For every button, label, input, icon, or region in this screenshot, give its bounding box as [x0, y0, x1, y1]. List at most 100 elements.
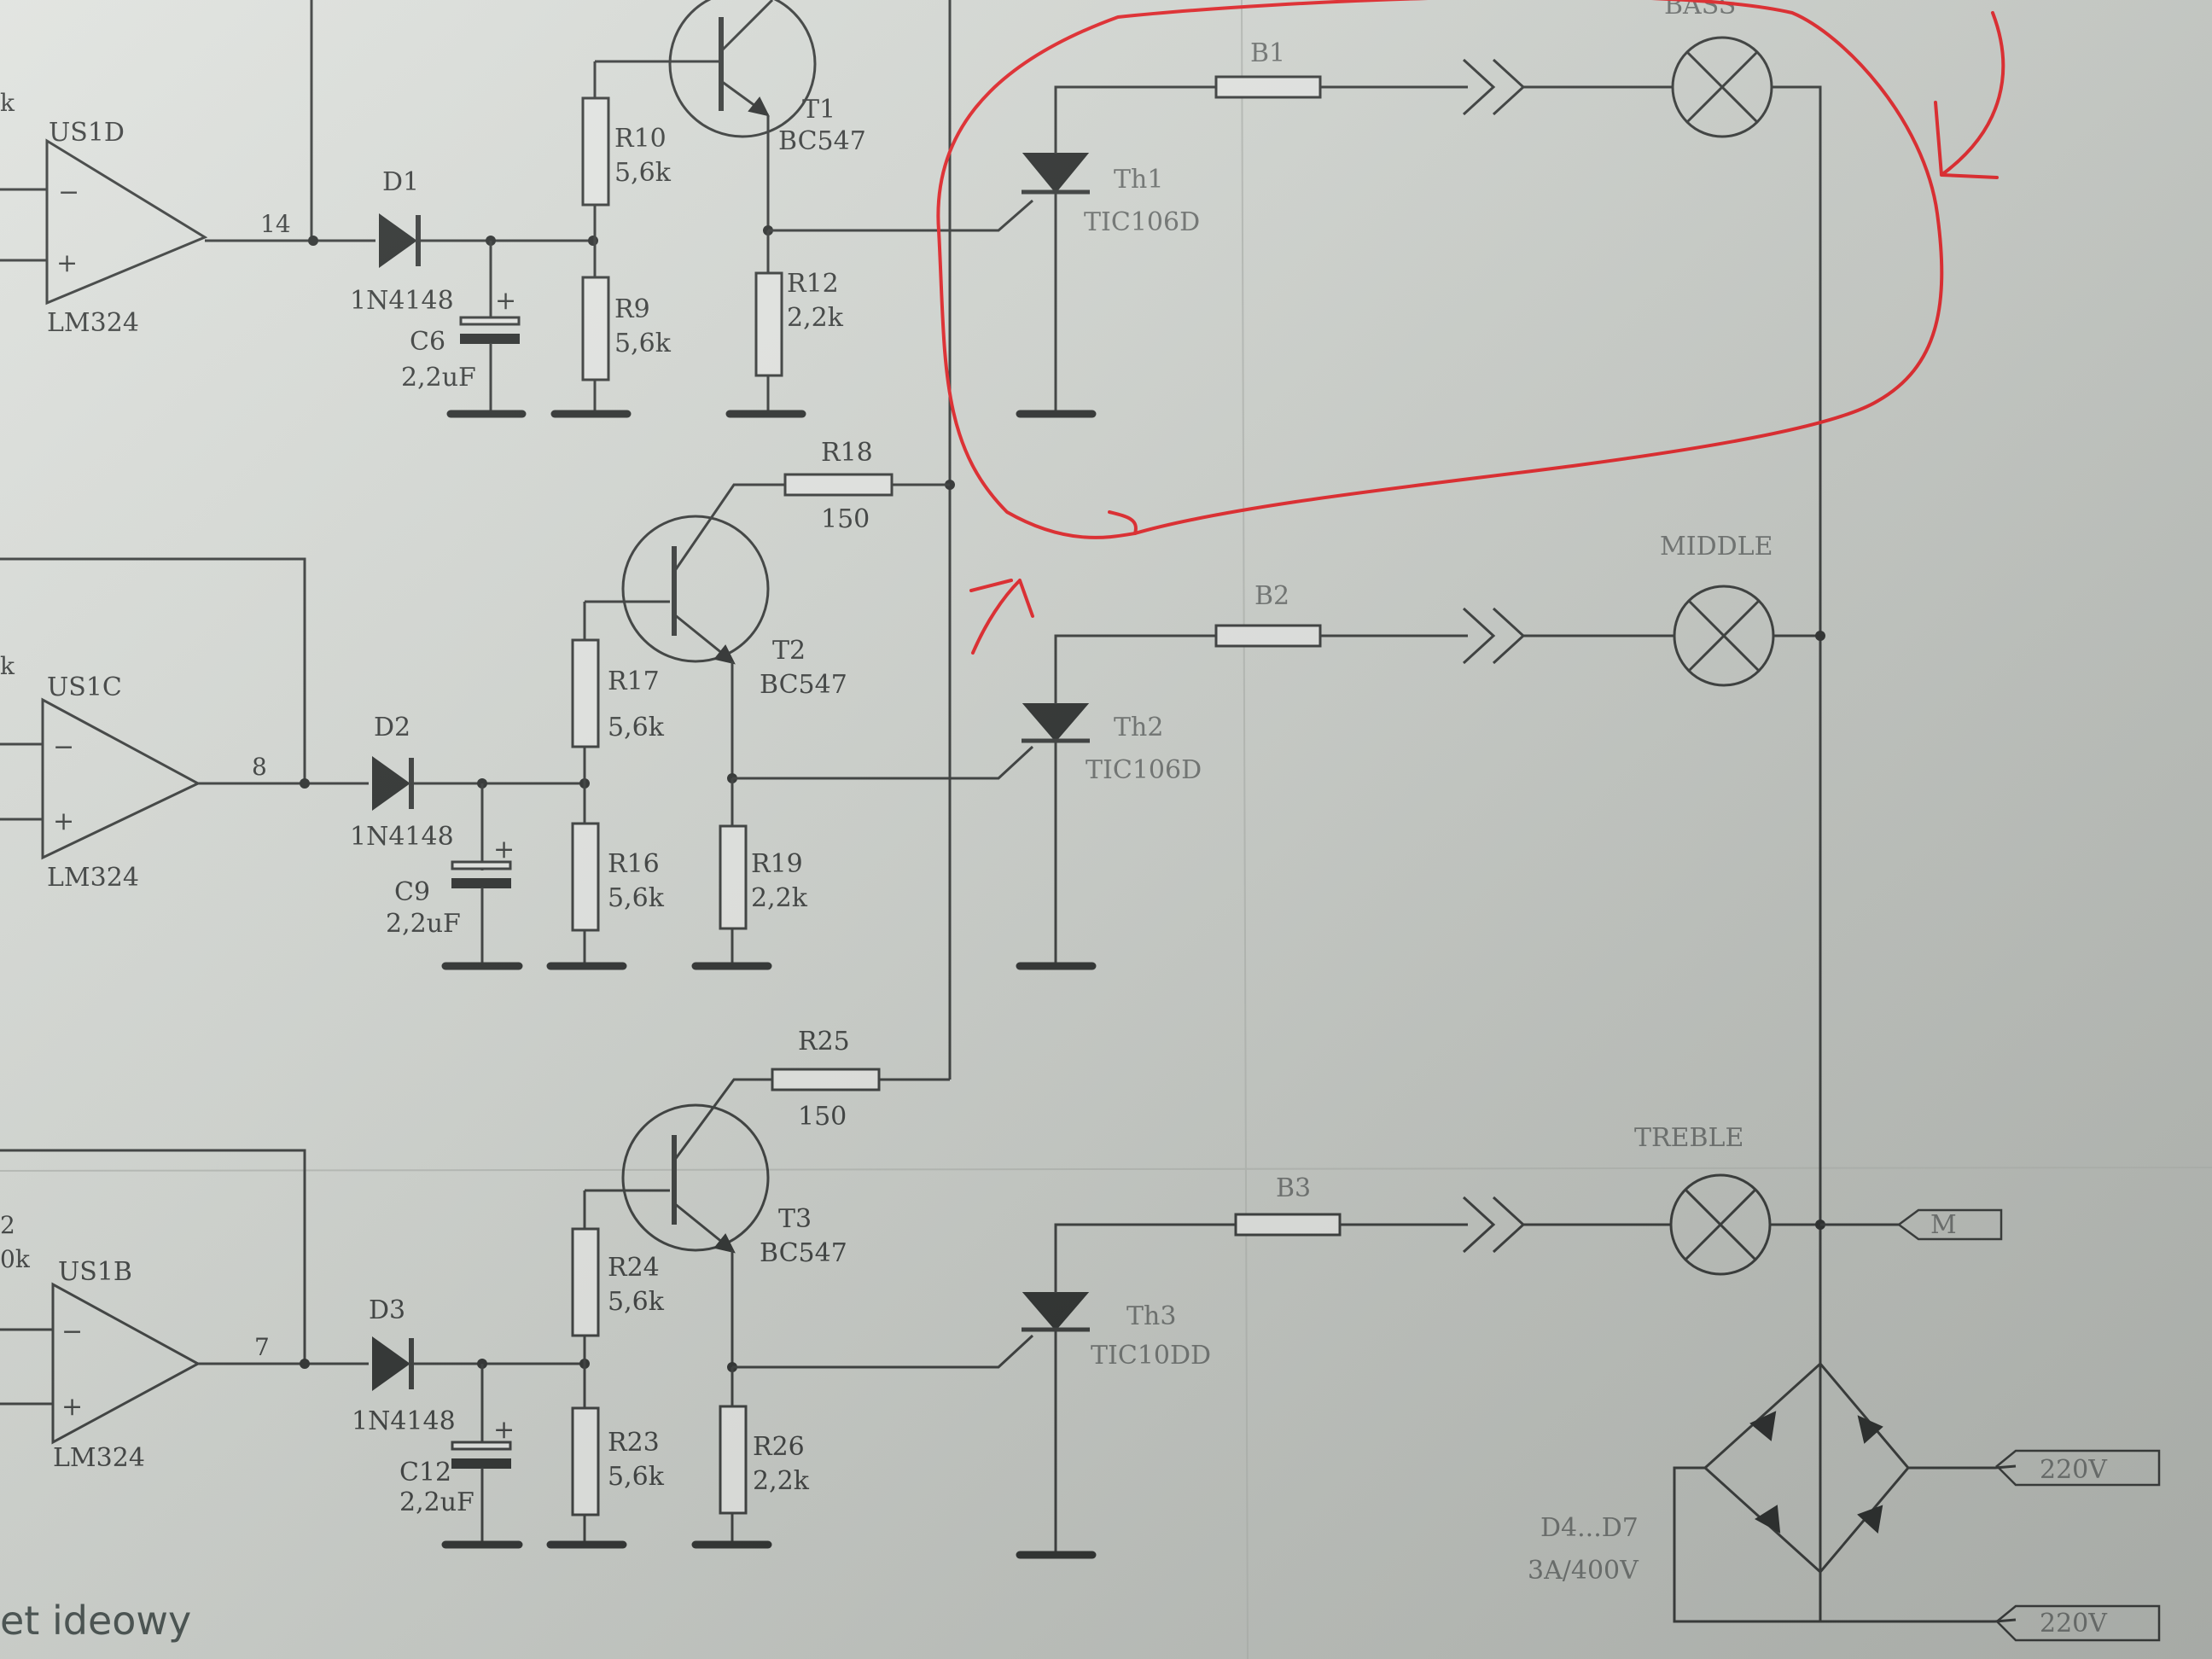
diode-d3-label: D3: [369, 1295, 405, 1325]
diode-d2: [372, 756, 410, 811]
transistor-t3-name: T3: [778, 1204, 812, 1234]
resistor-r25-value: 150: [798, 1102, 847, 1132]
resistor-r18: [783, 473, 894, 497]
transistor-t3: [621, 1103, 770, 1252]
opamp-us1c-part: LM324: [47, 863, 139, 893]
transistor-t2-part: BC547: [760, 670, 847, 700]
cap-c9-value: 2,2uF: [386, 909, 461, 939]
resistor-r9: [581, 276, 610, 381]
opamp-us1d-part: LM324: [47, 308, 139, 338]
opamp-us1d-minus: −: [58, 178, 79, 207]
resistor-r25: [771, 1068, 881, 1091]
bridge-name: D4...D7: [1540, 1513, 1639, 1543]
opamp-us1d-pin: 14: [260, 210, 291, 238]
resistor-r12-name: R12: [787, 269, 839, 299]
cap-c6-value: 2,2uF: [401, 363, 476, 393]
fuse-b3-label: B3: [1276, 1173, 1311, 1203]
transistor-t1: [668, 0, 817, 138]
resistor-r10-value: 5,6k: [614, 158, 672, 188]
thyristor-th1-part: TIC106D: [1084, 207, 1200, 237]
resistor-r9-name: R9: [614, 294, 650, 324]
resistor-r16-value: 5,6k: [608, 883, 665, 913]
red-annotation: [936, 0, 2005, 655]
channel-bass: − + US1D LM324 14 k D1 1N4148 + C6 2,2uF…: [0, 0, 1822, 1621]
resistor-r10: [581, 96, 610, 207]
opamp-us1b-plus: +: [61, 1392, 83, 1422]
cap-c12-plus: +: [493, 1415, 515, 1445]
resistor-r17-name: R17: [608, 667, 660, 696]
diode-d3: [372, 1336, 410, 1391]
cap-c6-label: C6: [410, 327, 445, 357]
opamp-us1c-label: US1C: [47, 672, 122, 702]
resistor-r17-value: 5,6k: [608, 713, 665, 742]
diode-d2-part: 1N4148: [350, 822, 454, 852]
resistor-r19-value: 2,2k: [751, 883, 808, 913]
diode-d1: [379, 213, 417, 268]
resistor-r24-value: 5,6k: [608, 1287, 665, 1317]
cap-c6-plus: +: [495, 286, 516, 316]
opamp-us1c-pin: 8: [252, 753, 267, 781]
opamp-us1c-minus: −: [53, 732, 74, 762]
fuse-b1-label: B1: [1250, 38, 1285, 68]
diode-d3-part: 1N4148: [352, 1406, 456, 1436]
input-fragment-4: 0k: [0, 1245, 31, 1273]
opamp-us1c-plus: +: [53, 806, 74, 836]
resistor-r9-value: 5,6k: [614, 329, 672, 358]
fuse-b3: [1234, 1213, 1342, 1237]
input-fragment-2: k: [0, 652, 15, 680]
terminal-m-label: M: [1930, 1210, 1957, 1240]
resistor-r26: [719, 1405, 748, 1515]
resistor-r24: [571, 1227, 600, 1337]
bridge-rating: 3A/400V: [1528, 1556, 1639, 1586]
transistor-t3-part: BC547: [760, 1238, 847, 1268]
resistor-r24-name: R24: [608, 1253, 660, 1283]
thyristor-th3-name: Th3: [1126, 1301, 1176, 1331]
opamp-us1b-part: LM324: [53, 1443, 145, 1473]
resistor-r18-name: R18: [821, 438, 873, 468]
resistor-r16-name: R16: [608, 849, 660, 879]
resistor-r19-name: R19: [751, 849, 803, 879]
transistor-t1-part: BC547: [778, 126, 866, 156]
bridge-rectifier: 220V 220V D4...D7 3A/400V: [1528, 1361, 2161, 1642]
transistor-t2-name: T2: [772, 636, 806, 666]
caption-fragment: et ideowy: [0, 1598, 191, 1644]
thyristor-th1-name: Th1: [1114, 165, 1163, 195]
fuse-b1: [1214, 75, 1322, 99]
diode-d2-label: D2: [374, 713, 410, 742]
resistor-r18-value: 150: [821, 504, 870, 534]
resistor-r23-name: R23: [608, 1428, 660, 1458]
thyristor-th1: [1022, 153, 1090, 194]
red-arrow-left: [969, 579, 1034, 655]
transistor-t2: [621, 515, 770, 663]
opamp-us1b-minus: −: [61, 1317, 83, 1347]
resistor-r17: [571, 638, 600, 748]
thyristor-th3: [1022, 1292, 1090, 1331]
opamp-us1d: [45, 138, 208, 306]
fuse-b2: [1214, 624, 1322, 648]
mains-label-1: 220V: [2040, 1455, 2108, 1485]
thyristor-th3-part: TIC10DD: [1091, 1341, 1211, 1371]
lamp-treble-label: TREBLE: [1634, 1123, 1743, 1153]
cap-c12-label: C12: [399, 1458, 451, 1487]
channel-treble: − + US1B LM324 7 2 0k D3 1N4148 + C12 2,…: [0, 1027, 2003, 1559]
channel-middle: − + US1C LM324 8 k D2 1N4148 + C9 2,2uF …: [0, 438, 1825, 970]
resistor-r23-value: 5,6k: [608, 1462, 665, 1492]
cap-c9-plus: +: [493, 835, 515, 864]
resistor-r12: [754, 271, 783, 377]
transistor-t1-name: T1: [802, 95, 835, 125]
opamp-us1d-plus: +: [56, 248, 78, 278]
opamp-us1d-label: US1D: [49, 118, 125, 148]
resistor-r26-value: 2,2k: [753, 1466, 810, 1496]
thyristor-th2-part: TIC106D: [1086, 755, 1202, 785]
resistor-r23: [571, 1406, 600, 1516]
resistor-r26-name: R26: [753, 1432, 805, 1462]
red-arrow-right: [1934, 11, 2005, 179]
resistor-r16: [571, 822, 600, 932]
diode-d1-label: D1: [382, 167, 419, 197]
cap-c9-label: C9: [394, 877, 430, 907]
resistor-r10-name: R10: [614, 124, 667, 154]
input-fragment-1: k: [0, 89, 15, 117]
